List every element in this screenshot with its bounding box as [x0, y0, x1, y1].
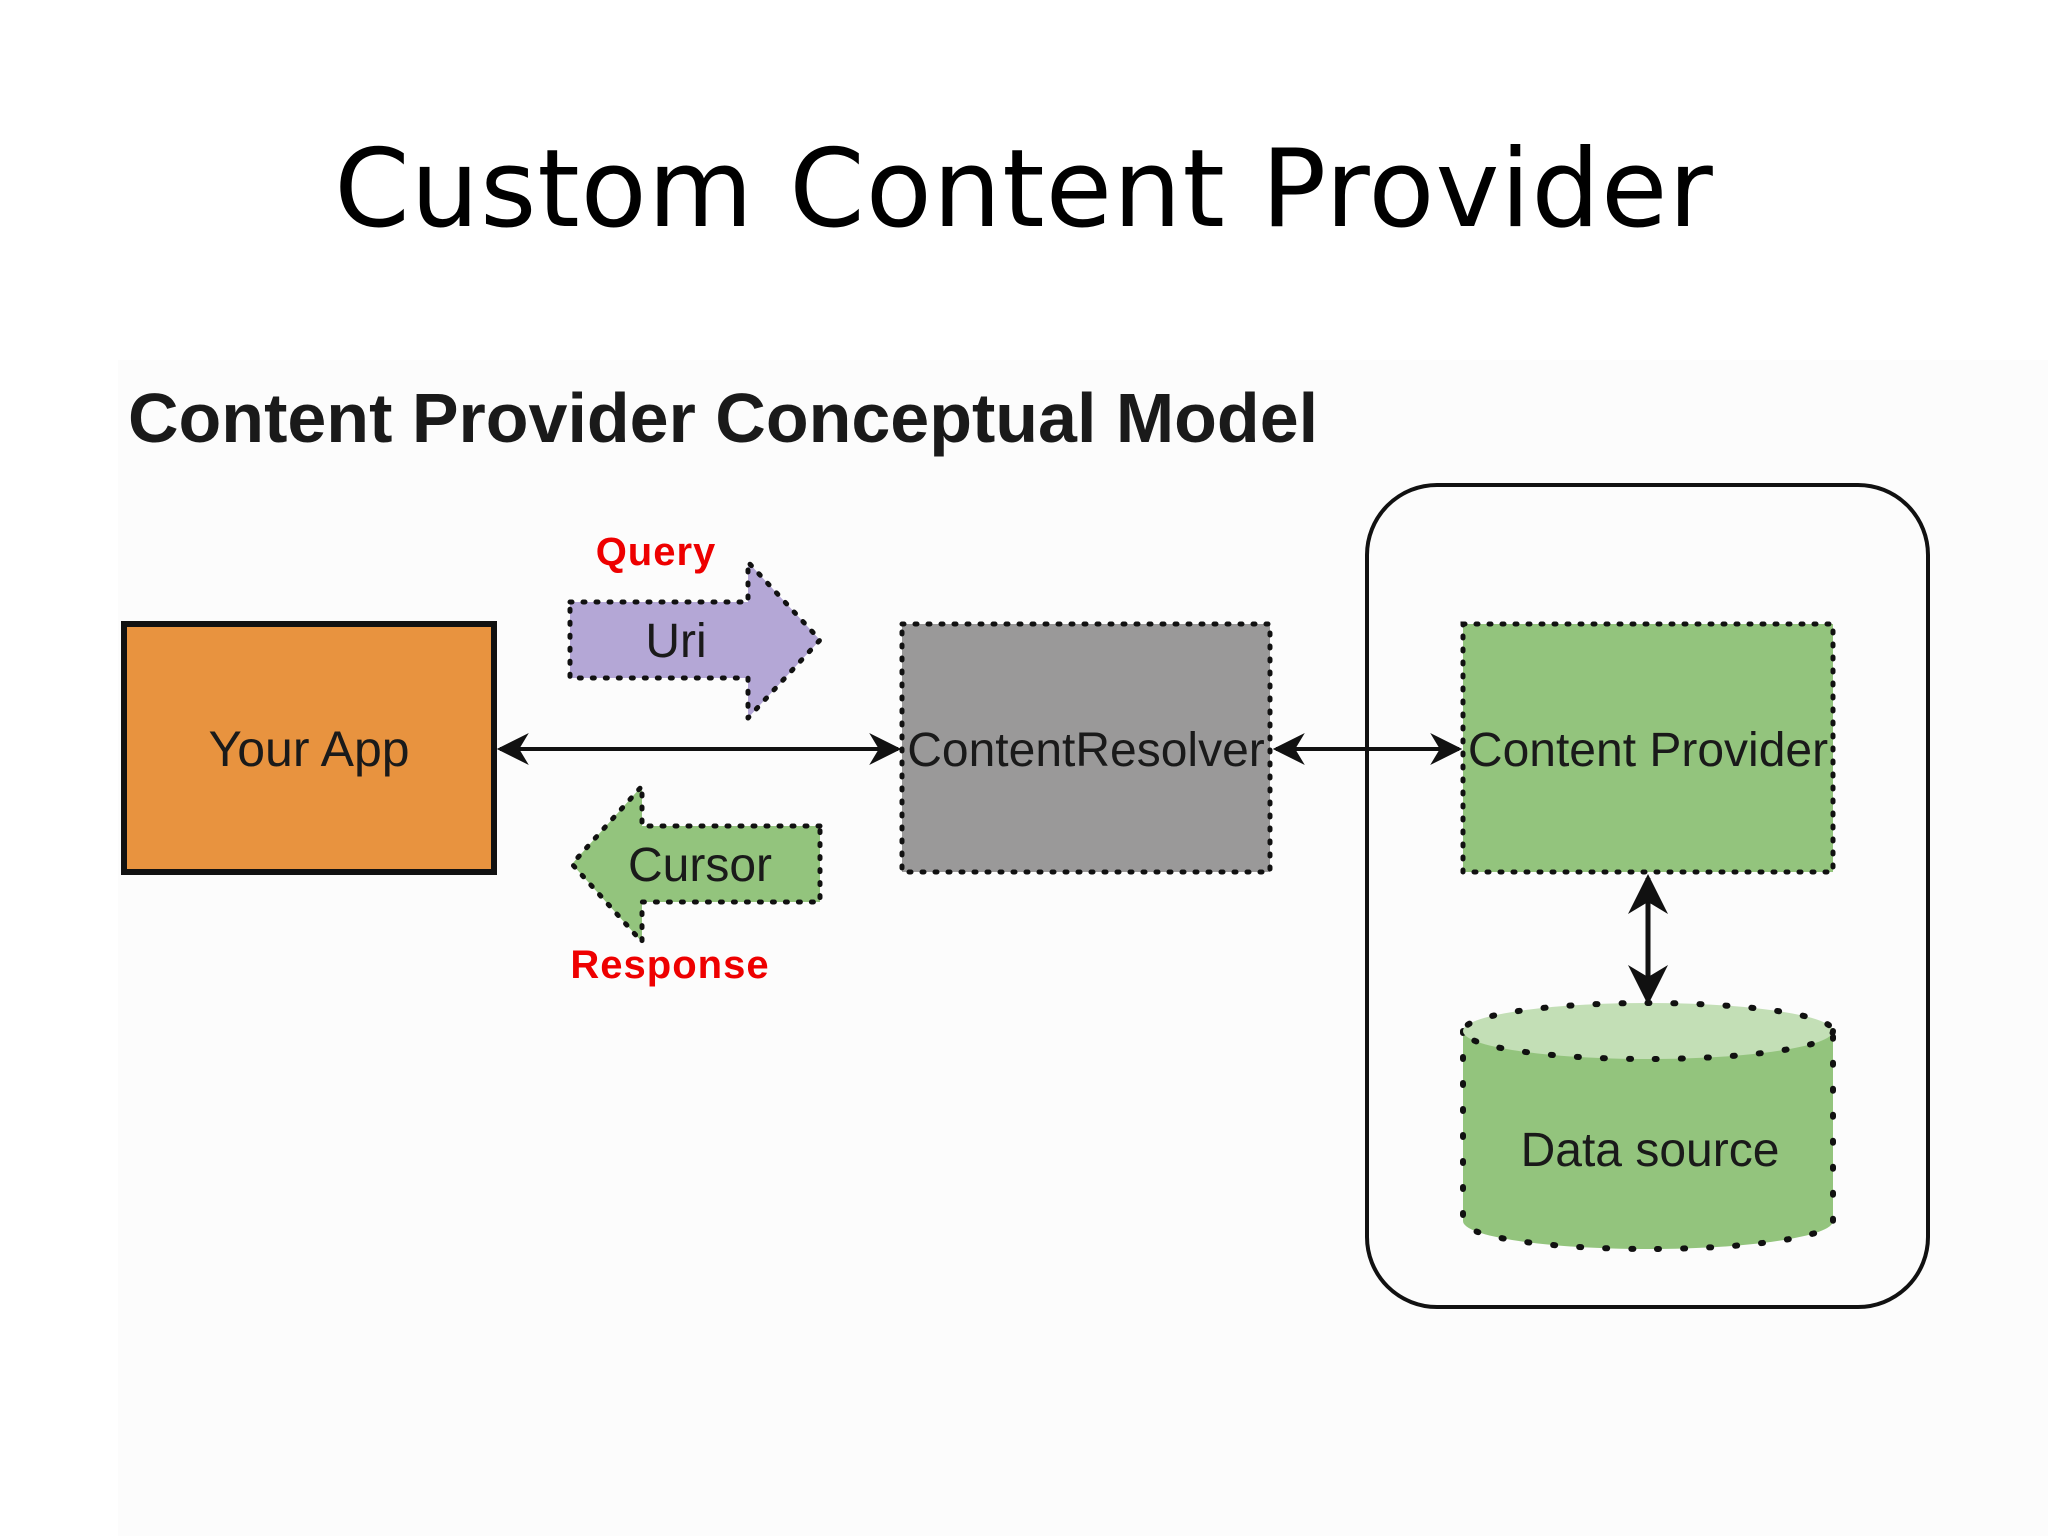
- content-provider-label: Content Provider: [1468, 724, 1828, 777]
- cursor-response-arrow: Cursor: [569, 783, 823, 945]
- content-provider-box: [1460, 621, 1836, 875]
- content-resolver-node: ContentResolver: [899, 621, 1273, 875]
- content-resolver-label: ContentResolver: [907, 724, 1265, 777]
- content-resolver-box: [899, 621, 1273, 875]
- response-caption: Response: [570, 943, 769, 987]
- data-source-cylinder-body: [1460, 1028, 1836, 1252]
- your-app-node: Your App: [121, 621, 497, 875]
- data-source-label: Data source: [1521, 1124, 1780, 1177]
- your-app-label: Your App: [208, 721, 409, 777]
- cursor-arrow-shape: [569, 783, 823, 945]
- data-source-node: Data source: [1460, 1000, 1836, 1252]
- content-provider-node: Content Provider: [1460, 621, 1836, 875]
- uri-arrow-shape: [567, 559, 823, 721]
- query-caption: Query: [596, 530, 717, 574]
- uri-request-arrow: Uri: [567, 559, 823, 721]
- diagram-heading: Content Provider Conceptual Model: [128, 379, 1318, 457]
- cursor-arrow-label: Cursor: [628, 839, 772, 892]
- your-app-box: [121, 621, 497, 875]
- data-source-cylinder-top: [1460, 1000, 1836, 1062]
- slide-title: Custom Content Provider: [334, 127, 1714, 252]
- uri-arrow-label: Uri: [645, 615, 706, 668]
- diagram-background: [118, 360, 2048, 1536]
- provider-container: [1365, 483, 1930, 1309]
